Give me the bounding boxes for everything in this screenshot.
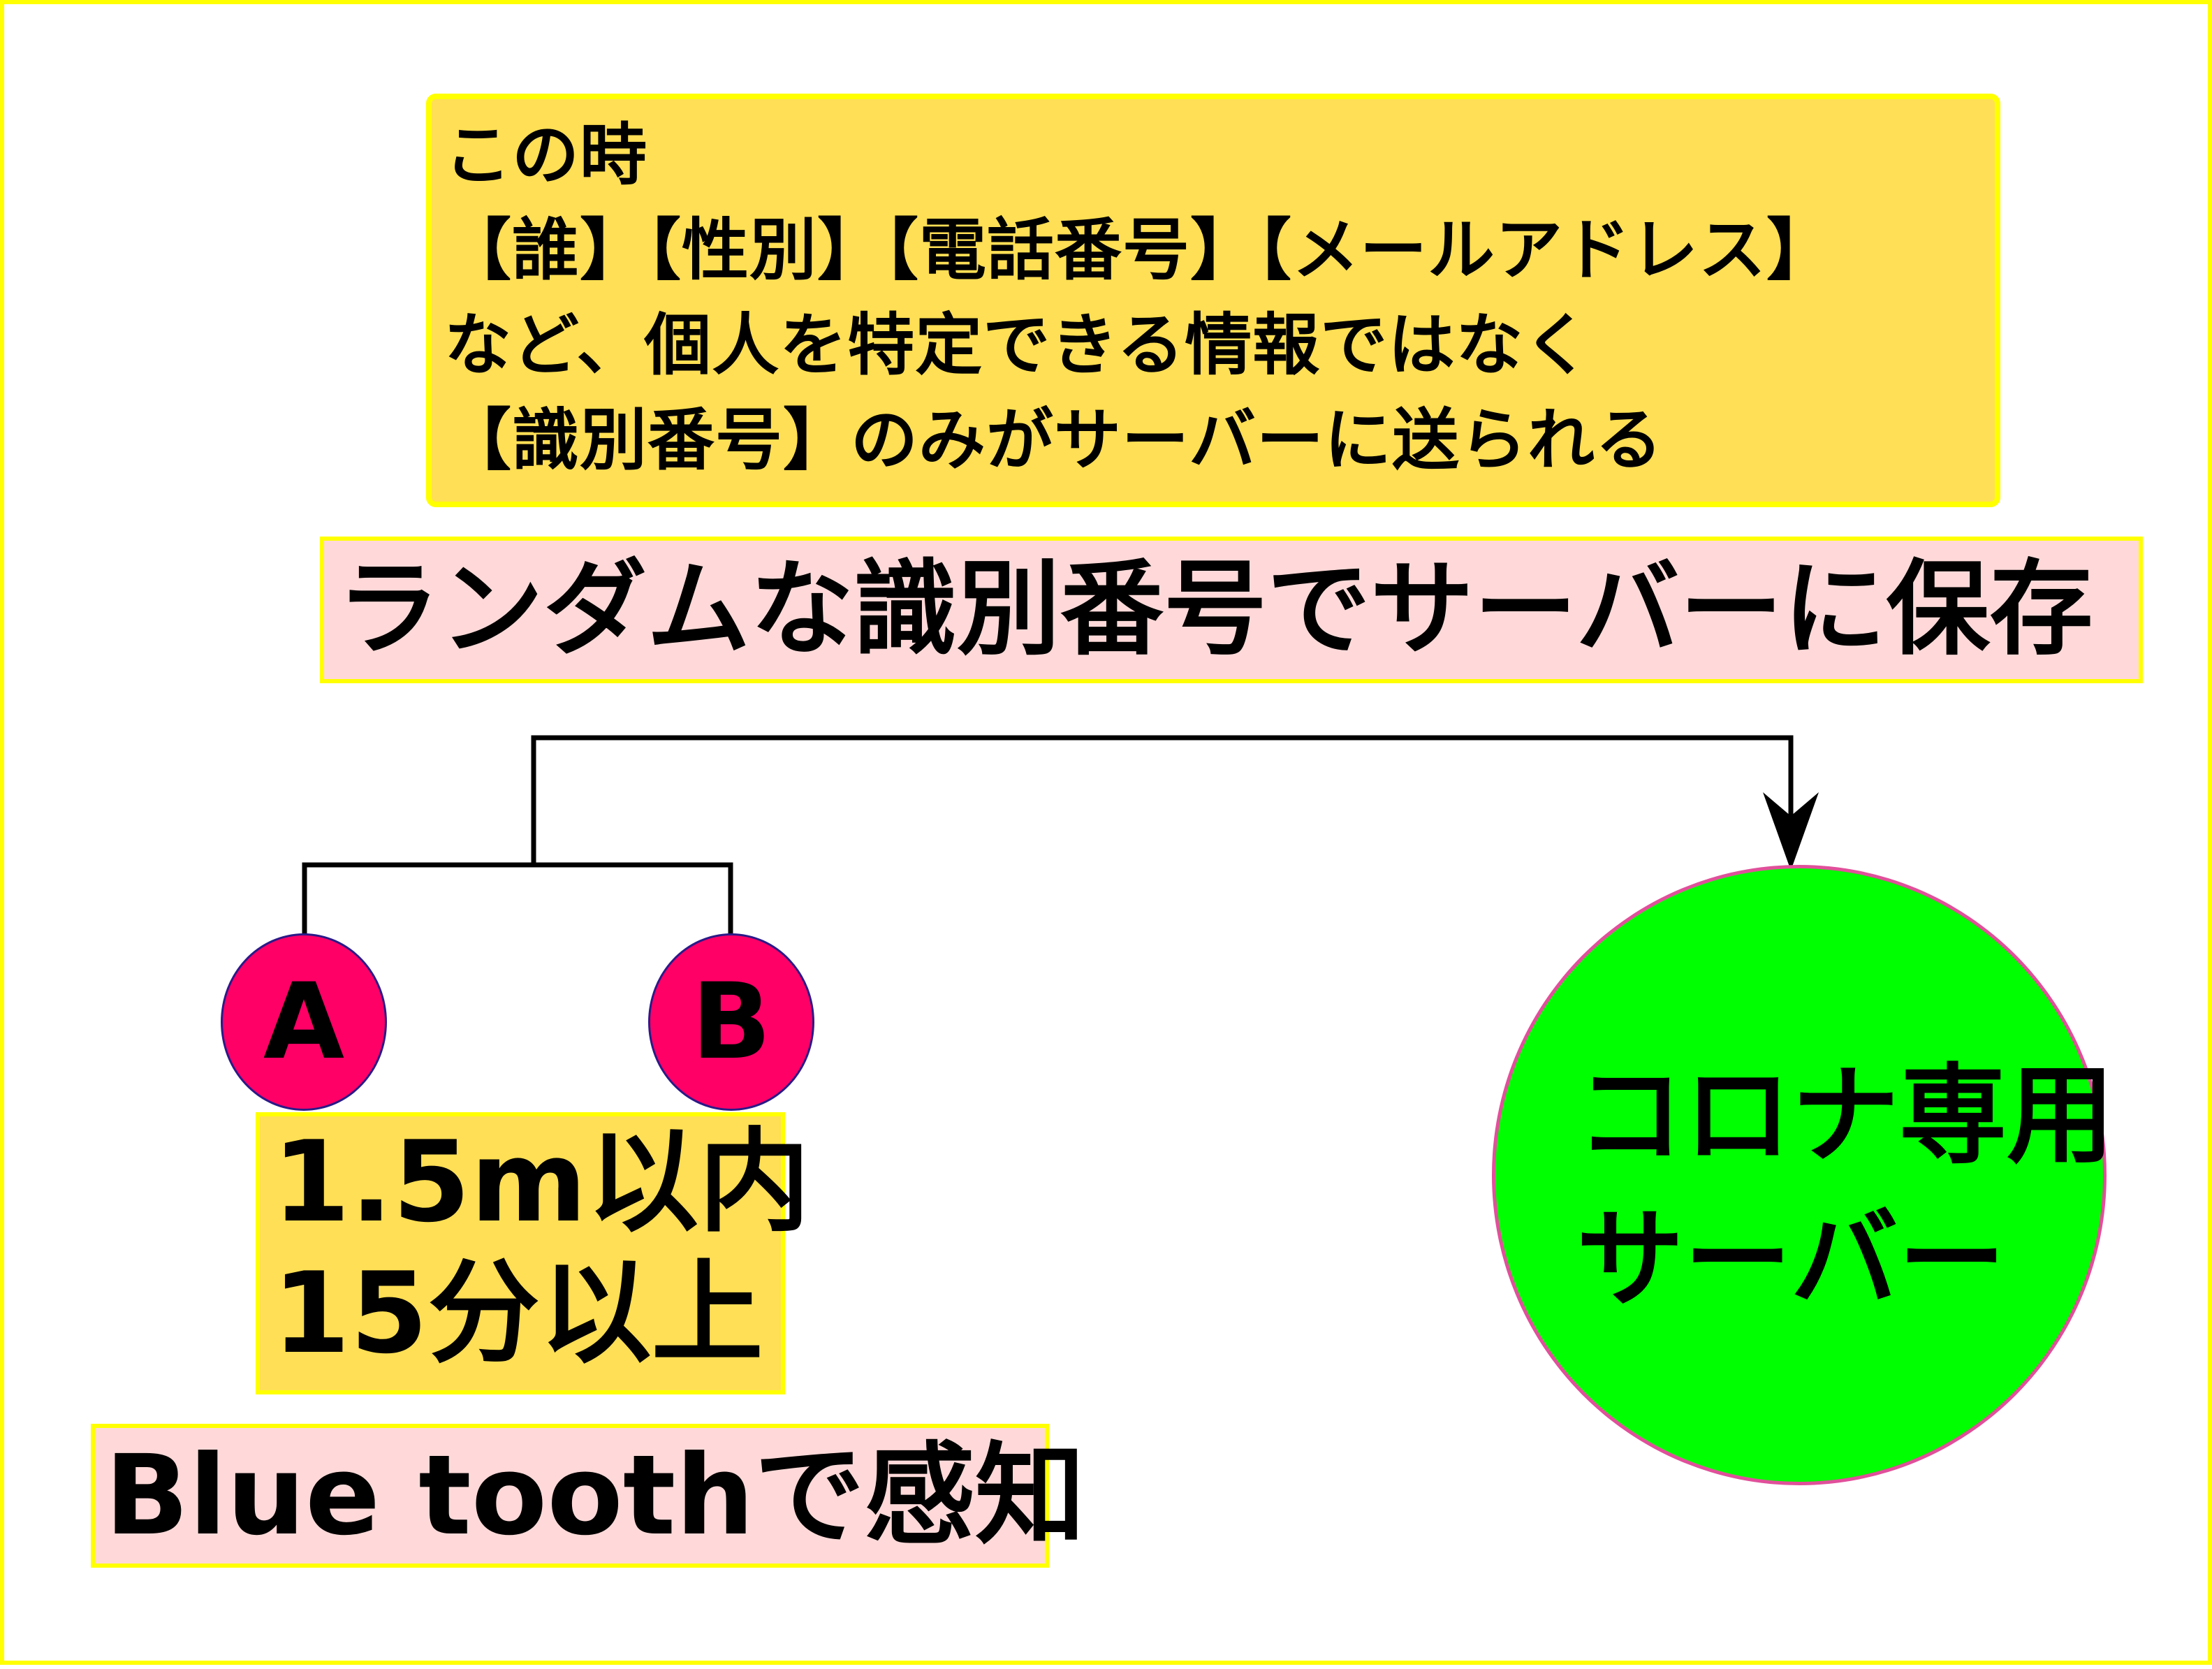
note-line: この時 bbox=[444, 116, 647, 194]
device-a-label: A bbox=[263, 961, 345, 1083]
device-b-node: B bbox=[648, 933, 814, 1111]
headline-label: ランダムな識別番号でサーバーに保存 bbox=[320, 537, 2143, 683]
condition-line: 15分以上 bbox=[272, 1248, 763, 1378]
to-server-line bbox=[531, 735, 1794, 865]
explanation-note: この時 【誰】【性別】【電話番号】【メールアドレス】 など、個人を特定できる情報… bbox=[426, 94, 2000, 507]
server-node: コロナ専用 サーバー bbox=[1492, 865, 2114, 1485]
device-b-label: B bbox=[691, 961, 772, 1083]
device-a-node: A bbox=[221, 933, 387, 1111]
note-line: 【誰】【性別】【電話番号】【メールアドレス】 bbox=[444, 211, 1834, 289]
note-line: など、個人を特定できる情報ではなく bbox=[444, 306, 1592, 384]
condition-line: 1.5m以内 bbox=[272, 1116, 811, 1247]
arrowhead-icon bbox=[1763, 792, 1819, 870]
a-b-bracket-line bbox=[302, 862, 733, 935]
server-label-line: サーバー bbox=[1576, 1197, 2006, 1322]
proximity-conditions: 1.5m以内 15分以上 bbox=[256, 1112, 811, 1394]
connector-lines bbox=[302, 735, 1819, 935]
server-label: コロナ専用 サーバー bbox=[1576, 1044, 2114, 1332]
server-label-line: コロナ専用 bbox=[1576, 1054, 2115, 1179]
bluetooth-label: Blue toothで感知 bbox=[91, 1424, 1085, 1568]
note-line: 【識別番号】のみがサーバーに送られる bbox=[444, 401, 1664, 479]
